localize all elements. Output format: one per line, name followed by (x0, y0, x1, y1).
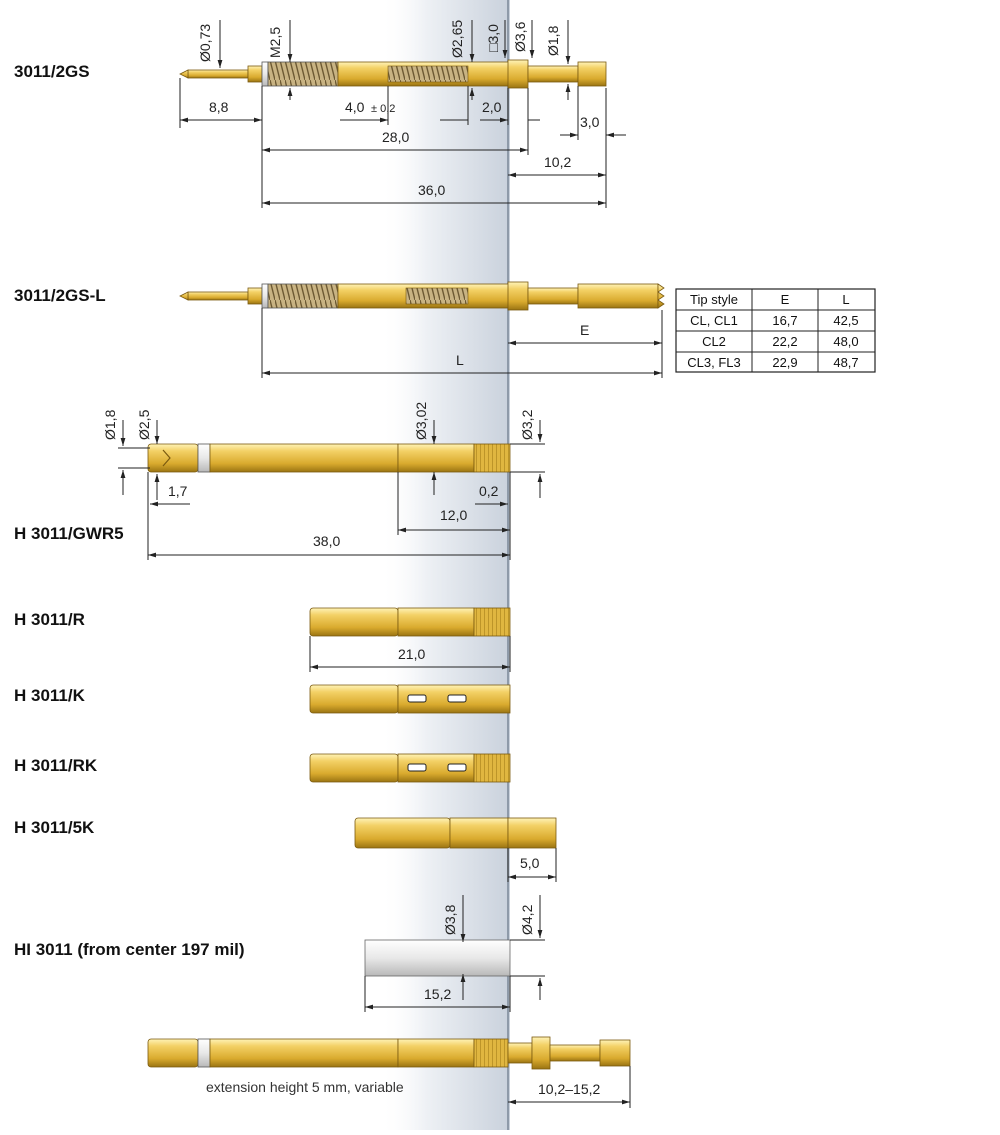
dims-3011-2gs (179, 20, 626, 208)
table-cell: CL, CL1 (690, 313, 738, 328)
dim-02: 0,2 (479, 483, 499, 499)
dim-20: 2,0 (482, 99, 502, 115)
dim-380: 38,0 (313, 533, 340, 549)
part-label-hi3011: HI 3011 (from center 197 mil) (14, 940, 245, 959)
extension-note: extension height 5 mm, variable (206, 1079, 404, 1095)
probe-3011-2gs (179, 59, 607, 89)
dims-assembly (508, 1066, 631, 1108)
part-label-h3011-gwr5: H 3011/GWR5 (14, 524, 124, 543)
dim-sq30: □3,0 (485, 24, 501, 52)
dim-50: 5,0 (520, 855, 540, 871)
dim-d42: Ø4,2 (519, 904, 535, 935)
dim-30: 3,0 (580, 114, 600, 130)
dim-d18a: Ø1,8 (545, 25, 561, 56)
insulator-hi3011 (364, 939, 511, 977)
table-cell: CL2 (702, 334, 726, 349)
dim-L: L (456, 352, 464, 368)
dims-hi3011 (364, 895, 545, 1012)
dim-120: 12,0 (440, 507, 467, 523)
part-label-h3011-rk: H 3011/RK (14, 756, 98, 775)
dim-40: 4,0 (345, 99, 365, 115)
dim-88: 8,8 (209, 99, 229, 115)
dim-40-tol: ± 0,2 (371, 103, 395, 115)
dim-E: E (580, 322, 589, 338)
dim-d38: Ø3,8 (442, 904, 458, 935)
dim-m25: M2,5 (267, 27, 283, 58)
dim-152: 15,2 (424, 986, 451, 1002)
dim-360: 36,0 (418, 182, 445, 198)
receptacle-h3011-k (309, 684, 511, 714)
table-cell: 48,0 (833, 334, 858, 349)
part-label-3011-2gs-l: 3011/2GS-L (14, 286, 106, 305)
dim-d36: Ø3,6 (512, 21, 528, 52)
dim-ext: 10,2–15,2 (538, 1081, 600, 1097)
part-label-h3011-r: H 3011/R (14, 610, 85, 629)
dim-d25: Ø2,5 (136, 409, 152, 440)
table-header-e: E (781, 292, 790, 307)
table-cell: 42,5 (833, 313, 858, 328)
table-cell: 22,9 (772, 355, 797, 370)
table-cell: CL3, FL3 (687, 355, 740, 370)
dims-h3011-5k (507, 848, 557, 882)
dim-d18b: Ø1,8 (102, 409, 118, 440)
table-header-l: L (842, 292, 849, 307)
tip-style-table: Tip style E L CL, CL1 16,7 42,5 CL2 22,2… (675, 288, 876, 373)
dim-d302: Ø3,02 (413, 402, 429, 440)
part-label-h3011-5k: H 3011/5K (14, 818, 95, 837)
dim-d073: Ø0,73 (197, 24, 213, 62)
dim-102: 10,2 (544, 154, 571, 170)
receptacle-h3011-r (309, 607, 511, 637)
part-label-h3011-k: H 3011/K (14, 686, 85, 705)
table-cell: 48,7 (833, 355, 858, 370)
receptacle-h3011-rk (309, 753, 511, 783)
table-cell: 16,7 (772, 313, 797, 328)
dim-d265: Ø2,65 (449, 20, 465, 58)
table-header-tip: Tip style (690, 292, 738, 307)
dims-h3011-r (309, 636, 511, 672)
dims-h3011-gwr5 (118, 420, 545, 560)
part-label-3011-2gs: 3011/2GS (14, 62, 90, 81)
receptacle-h3011-gwr5 (147, 443, 511, 473)
table-cell: 22,2 (772, 334, 797, 349)
dims-3011-2gs-l (261, 308, 663, 378)
receptacle-h3011-5k (354, 817, 557, 849)
assembly-probe (147, 1036, 631, 1070)
dim-d32: Ø3,2 (519, 409, 535, 440)
probe-3011-2gs-l (179, 281, 665, 311)
dim-210: 21,0 (398, 646, 425, 662)
dim-17: 1,7 (168, 483, 188, 499)
dim-280: 28,0 (382, 129, 409, 145)
